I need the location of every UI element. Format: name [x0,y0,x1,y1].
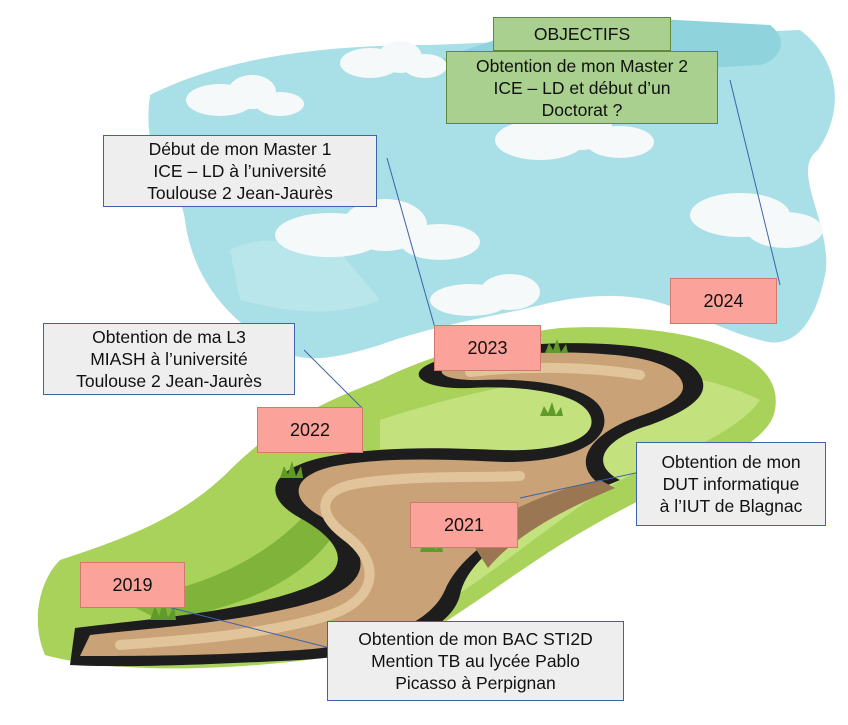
note-line: Obtention de ma L3 [92,327,246,347]
connector-dut [519,471,641,499]
year-2023-label: 2023 [467,338,508,358]
year-2021-label: 2021 [443,515,485,535]
note-line: Obtention de mon BAC STI2D [358,629,593,649]
year-2019-label: 2019 [112,575,153,595]
objectives-title-text: OBJECTIFS [533,24,631,44]
year-2021: 2021 [410,502,518,548]
connector-lines [159,79,781,649]
connector-bac [159,604,331,649]
year-2019: 2019 [80,562,185,608]
cloud-1 [340,41,447,78]
objectives-box: Obtention de mon Master 2 ICE – LD et dé… [446,51,718,124]
connector-l3 [303,349,363,409]
cloud-4 [275,199,480,260]
year-2022-label: 2022 [289,420,331,440]
objectives-title: OBJECTIFS [493,17,671,51]
note-line: ICE – LD à l’université [153,161,327,181]
cloud-6 [430,274,540,316]
note-line: Début de mon Master 1 [148,139,332,159]
objectives-line: ICE – LD et début d’un [493,77,671,98]
objectives-line: Obtention de mon Master 2 [475,55,689,76]
year-2023: 2023 [434,325,541,371]
cloud-2 [186,75,304,116]
note-line: Toulouse 2 Jean-Jaurès [76,371,262,391]
note-l3: Obtention de ma L3 MIASH à l’université … [43,323,295,395]
note-line: Picasso à Perpignan [395,673,556,693]
note-line: Obtention de mon [661,452,801,472]
note-master1: Début de mon Master 1 ICE – LD à l’unive… [103,135,377,207]
objectives-line: Doctorat ? [541,99,623,120]
note-line: Toulouse 2 Jean-Jaurès [147,183,333,203]
note-line: à l’IUT de Blagnac [659,496,803,516]
note-dut: Obtention de mon DUT informatique à l’IU… [636,442,826,526]
note-line: Mention TB au lycée Pablo [371,651,580,671]
year-2022: 2022 [257,407,363,453]
cloud-5 [690,193,823,248]
note-line: DUT informatique [662,474,800,494]
sky-splash-left [230,240,380,312]
year-2024-label: 2024 [703,291,744,311]
connector-goal [729,79,781,286]
connector-master1 [386,157,436,329]
road-surface [80,352,684,656]
year-2024: 2024 [670,278,777,324]
note-bac: Obtention de mon BAC STI2D Mention TB au… [327,621,624,701]
note-line: MIASH à l’université [90,349,248,369]
